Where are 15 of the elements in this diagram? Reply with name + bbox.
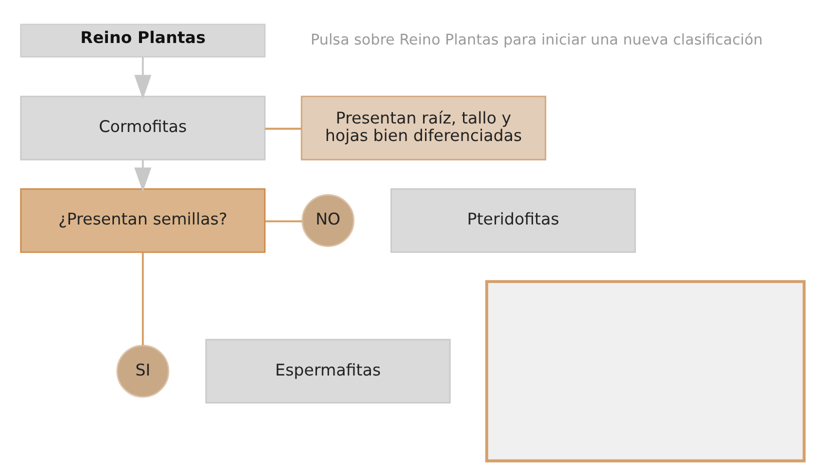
node-box: Reino Plantas xyxy=(20,24,266,58)
arrow xyxy=(134,160,152,192)
node-circle: SI xyxy=(116,344,170,398)
node-box xyxy=(485,280,806,462)
node-box: Cormofitas xyxy=(20,96,266,160)
node-box: Pteridofitas xyxy=(390,188,636,253)
node-circle: NO xyxy=(302,194,354,248)
connector xyxy=(142,252,144,346)
connector xyxy=(265,128,302,130)
arrow xyxy=(134,57,152,100)
connector xyxy=(265,220,302,222)
label: Pulsa sobre Reino Plantas para iniciar una nueva clasificación xyxy=(310,31,763,48)
node-box: Presentan raíz, tallo y hojas bien diferenciadas xyxy=(300,96,546,160)
node-box: Espermafitas xyxy=(205,338,451,404)
node-box: ¿Presentan semillas? xyxy=(20,188,266,253)
